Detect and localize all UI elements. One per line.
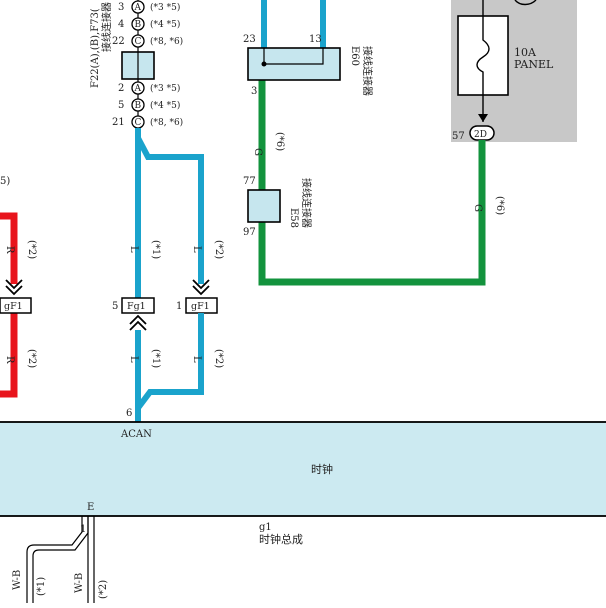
svg-text:A: A xyxy=(134,3,142,13)
green-wire-e58-to-fuse xyxy=(258,140,486,286)
red-lower-color: R xyxy=(4,356,15,364)
e58-pin-top: 77 xyxy=(243,176,256,187)
svg-text:B: B xyxy=(135,101,142,111)
red-upper-color: R xyxy=(4,246,15,254)
svg-text:C: C xyxy=(135,37,142,47)
left-gf1-connector xyxy=(0,297,32,314)
fg1-label: Fg1 xyxy=(127,301,146,312)
edge-note: 5) xyxy=(0,176,10,187)
e60-internal-link xyxy=(263,48,324,65)
blue-wire-branch-right-upper xyxy=(135,136,204,284)
fg1-connector xyxy=(121,297,155,314)
clock-pin-top: 6 xyxy=(126,408,132,419)
blue-right-lower-note: (*2) xyxy=(213,349,224,368)
e60-type: 接线连接器 xyxy=(361,46,374,96)
fuse-rating: 10A xyxy=(514,46,537,59)
green-upper-note: (*6) xyxy=(274,132,285,151)
clock-module-box xyxy=(0,421,606,517)
green-upper-color: G xyxy=(252,148,263,156)
blue-right-upper-color: L xyxy=(191,246,202,253)
blue-left-upper-color: L xyxy=(128,246,139,253)
fuse-terminal-label: 2D xyxy=(474,130,487,140)
red-wire-lower xyxy=(0,313,18,398)
fuse-terminal-pin: 57 xyxy=(452,131,465,142)
left-gf1-label: gF1 xyxy=(4,301,23,312)
fg1-arrow-2 xyxy=(129,320,147,331)
e58-pin-bottom: 97 xyxy=(243,227,256,238)
red-wire-upper xyxy=(0,212,18,284)
clock-pin-top-name: ACAN xyxy=(120,429,152,440)
svg-text:(*4 *5): (*4 *5) xyxy=(150,100,180,111)
red-upper-note: (*2) xyxy=(26,240,37,259)
fuse-top-squiggle xyxy=(514,0,537,6)
e60-name: E60 xyxy=(349,46,360,66)
ground-right-color: W-B xyxy=(74,573,85,593)
svg-text:4: 4 xyxy=(118,19,124,30)
f22-name: F22(A),(B),F73( xyxy=(90,8,101,88)
e58-type: 接线连接器 xyxy=(300,178,313,228)
clock-pin-bottom: 1 xyxy=(80,524,86,535)
clock-pin-bottom-name: E xyxy=(87,502,94,513)
component-code: g1 xyxy=(259,522,272,533)
f22-bottom-pin-3: 21 C (*8, *6) xyxy=(112,115,183,129)
blue-right-upper-note: (*2) xyxy=(213,240,224,259)
f22-type: 接线连接器 xyxy=(100,2,113,52)
fuse-link-wire xyxy=(476,0,490,122)
ground-left-color: W-B xyxy=(12,570,23,590)
ground-left-note: (*1) xyxy=(36,577,47,596)
svg-text:3: 3 xyxy=(118,2,124,13)
gf1-right-arrow-1 xyxy=(192,279,210,290)
f22-top-pin-1: 3 A (*3 *5) xyxy=(118,0,180,14)
f22-bottom-pin-1: 2 A (*3 *5) xyxy=(118,81,180,95)
svg-text:C: C xyxy=(135,118,142,128)
blue-left-lower-color: L xyxy=(128,356,139,363)
left-gf1-arrow-1 xyxy=(5,279,23,290)
blue-left-upper-note: (*1) xyxy=(150,240,161,259)
svg-text:(*8, *6): (*8, *6) xyxy=(150,36,183,47)
gf1-pin: 1 xyxy=(176,301,182,312)
green-right-color: G xyxy=(472,204,483,212)
blue-right-lower-color: L xyxy=(191,356,202,363)
ground-wire-left-outer xyxy=(26,516,83,603)
gf1-right-arrow-2 xyxy=(192,285,210,296)
svg-text:(*8, *6): (*8, *6) xyxy=(150,117,183,128)
ground-right-note: (*2) xyxy=(98,580,109,599)
e58-name: E58 xyxy=(288,208,299,228)
fg1-pin: 5 xyxy=(112,301,118,312)
e58-connector-body xyxy=(247,189,281,223)
f22-top-pin-2: 4 B (*4 *5) xyxy=(118,17,180,31)
svg-text:A: A xyxy=(134,84,142,94)
e60-pin-right: 13 xyxy=(309,34,322,45)
gf1-label: gF1 xyxy=(191,301,210,312)
green-right-note: (*6) xyxy=(494,196,505,215)
e60-pin-left: 23 xyxy=(243,34,256,45)
svg-text:B: B xyxy=(135,20,142,30)
svg-text:(*3 *5): (*3 *5) xyxy=(150,83,180,94)
e60-pin-bottom: 3 xyxy=(251,86,257,97)
blue-wire-right-lower xyxy=(135,313,204,410)
svg-text:5: 5 xyxy=(118,100,124,111)
fuse-name: PANEL xyxy=(514,58,554,71)
svg-text:21: 21 xyxy=(112,117,125,128)
svg-text:2: 2 xyxy=(118,83,124,94)
svg-text:22: 22 xyxy=(112,36,125,47)
red-lower-note: (*2) xyxy=(26,349,37,368)
e60-junction-dot xyxy=(261,61,267,67)
component-name: 时钟总成 xyxy=(259,532,303,546)
left-gf1-arrow-2 xyxy=(5,285,23,296)
ground-wire-left-inner xyxy=(32,516,89,603)
fuse-arrow xyxy=(478,114,488,122)
svg-text:(*4 *5): (*4 *5) xyxy=(150,19,180,30)
blue-left-lower-note: (*1) xyxy=(150,349,161,368)
svg-text:(*3 *5): (*3 *5) xyxy=(150,2,180,13)
f22-bottom-pin-2: 5 B (*4 *5) xyxy=(118,98,180,112)
f22-top-pin-3: 22 C (*8, *6) xyxy=(112,34,183,48)
fg1-arrow-1 xyxy=(129,314,147,325)
clock-module-title: 时钟 xyxy=(311,462,333,476)
